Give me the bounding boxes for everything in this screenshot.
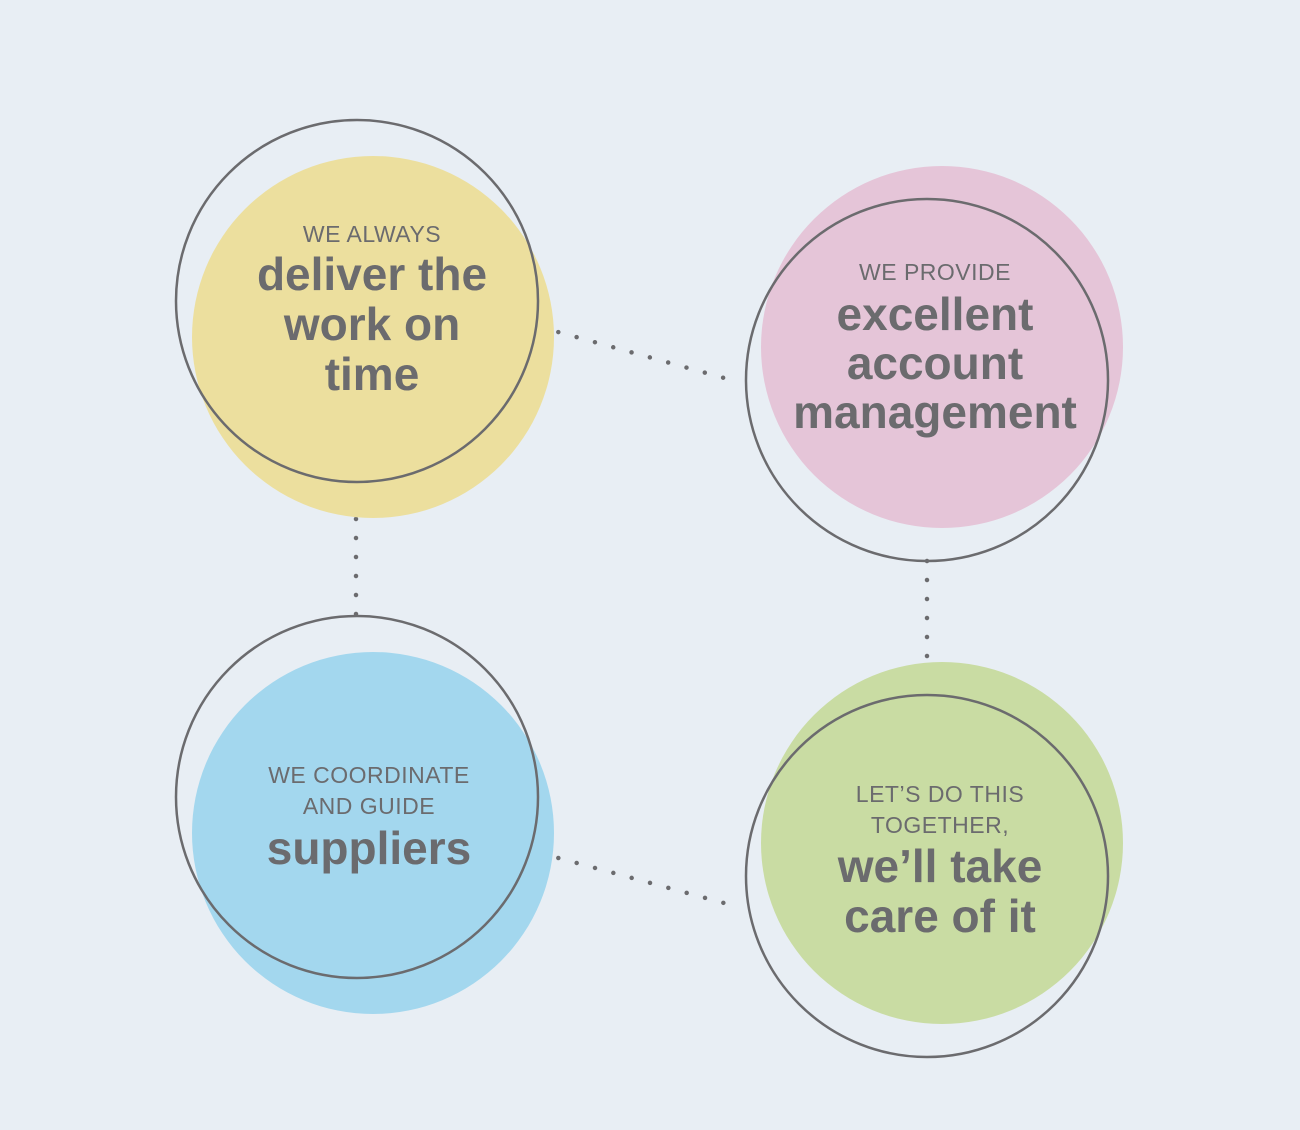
account-ring (744, 197, 1110, 563)
node-delivery: WE ALWAYS deliver the work on time (174, 118, 554, 518)
delivery-ring (174, 118, 540, 484)
delivery-fill-circle (192, 156, 554, 518)
node-together: LET’S DO THIS TOGETHER, we’ll take care … (744, 662, 1123, 1059)
account-title-line: excellent (837, 288, 1034, 340)
connector-suppliers-together (537, 850, 738, 909)
delivery-kicker: WE ALWAYS (303, 221, 441, 247)
together-kicker: TOGETHER, (871, 812, 1009, 838)
delivery-title-line: work on (283, 298, 460, 350)
node-account: WE PROVIDE excellent account management (744, 166, 1123, 563)
together-title-line: we’ll take (837, 840, 1043, 892)
suppliers-ring (174, 614, 540, 980)
together-title-line: care of it (844, 890, 1036, 942)
suppliers-title-line: suppliers (267, 822, 472, 874)
account-kicker: WE PROVIDE (859, 259, 1011, 285)
suppliers-fill-circle (192, 652, 554, 1014)
connector-delivery-account (537, 324, 738, 384)
account-title-line: management (793, 386, 1077, 438)
account-fill-circle (761, 166, 1123, 528)
suppliers-kicker: AND GUIDE (303, 793, 435, 819)
together-kicker: LET’S DO THIS (856, 781, 1024, 807)
delivery-title-line: time (325, 348, 420, 400)
together-ring (744, 693, 1110, 1059)
node-suppliers: WE COORDINATE AND GUIDE suppliers (174, 614, 554, 1014)
account-title-line: account (847, 337, 1023, 389)
together-fill-circle (761, 662, 1123, 1024)
delivery-title-line: deliver the (257, 248, 487, 300)
suppliers-kicker: WE COORDINATE (268, 762, 470, 788)
